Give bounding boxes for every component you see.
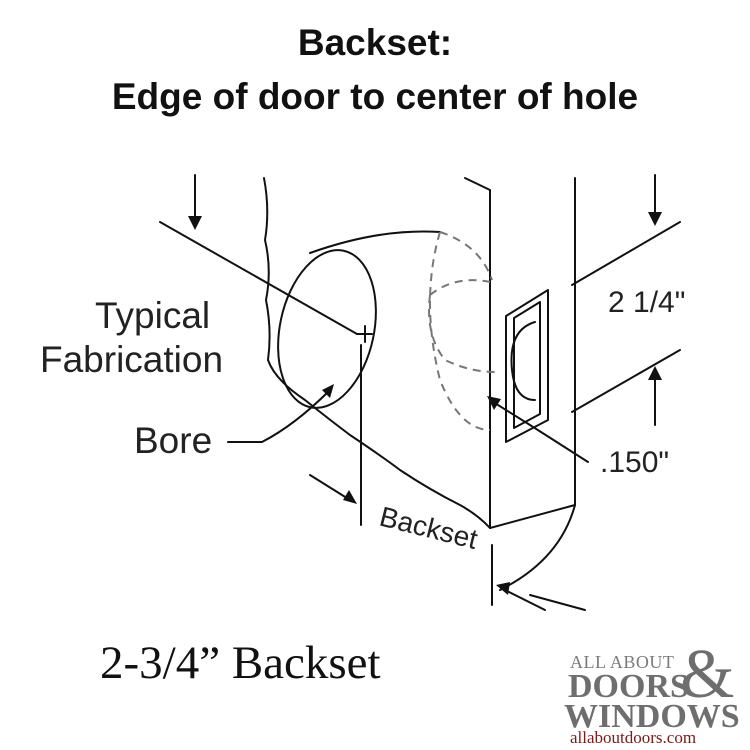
offset-arrowhead bbox=[487, 396, 501, 410]
backset-leader-line bbox=[159, 221, 358, 335]
latch-hole-hidden-2 bbox=[428, 294, 496, 373]
bore-inner-hidden bbox=[429, 231, 491, 431]
logo-ampersand: & bbox=[680, 636, 735, 713]
backset-left-arrowhead bbox=[343, 490, 357, 504]
bore-leader bbox=[227, 389, 331, 443]
door-edge-line-d bbox=[489, 504, 576, 529]
bore-top-edge bbox=[309, 230, 441, 254]
label-offset: .150" bbox=[600, 446, 669, 479]
logo-url: allaboutdoors.com bbox=[570, 728, 697, 747]
logo-doors: DOORS bbox=[568, 668, 689, 705]
logo-windows: WINDOWS bbox=[564, 698, 740, 735]
label-height: 2 1/4" bbox=[608, 286, 685, 319]
latch-hole-hidden bbox=[429, 279, 491, 296]
caption: 2-3/4” Backset bbox=[100, 637, 381, 689]
door-edge-line-a bbox=[464, 177, 491, 191]
label-fabrication: Fabrication bbox=[40, 339, 223, 380]
logo-top-line: ALL ABOUT bbox=[570, 652, 675, 672]
floor-line bbox=[499, 504, 576, 591]
offset-leader bbox=[489, 399, 589, 463]
height-bottom-arrowhead bbox=[648, 366, 662, 380]
floor-line-right bbox=[529, 594, 586, 611]
top-arrowhead bbox=[188, 216, 202, 230]
backset-right-arrowhead bbox=[496, 582, 510, 595]
latch-hole bbox=[510, 321, 536, 401]
title-line-1: Backset: bbox=[297, 22, 453, 63]
brand-logo: ALL ABOUT DOORS & WINDOWS allaboutdoors.… bbox=[560, 640, 745, 748]
bore-arrowhead bbox=[322, 384, 334, 398]
height-top-arrowhead bbox=[648, 212, 662, 226]
backset-arrow-right-shaft bbox=[504, 589, 546, 611]
height-bottom-line bbox=[571, 349, 681, 413]
bore-back-hidden bbox=[439, 231, 493, 281]
label-bore: Bore bbox=[134, 420, 212, 461]
title-line-2: Edge of door to center of hole bbox=[111, 76, 639, 117]
backset-arrow-left-shaft bbox=[309, 474, 351, 501]
door-face-left-edge bbox=[263, 177, 491, 529]
faceplate-inner bbox=[513, 301, 541, 429]
height-top-line bbox=[571, 221, 681, 286]
faceplate-outer bbox=[505, 289, 549, 443]
label-typical: Typical bbox=[95, 295, 210, 336]
